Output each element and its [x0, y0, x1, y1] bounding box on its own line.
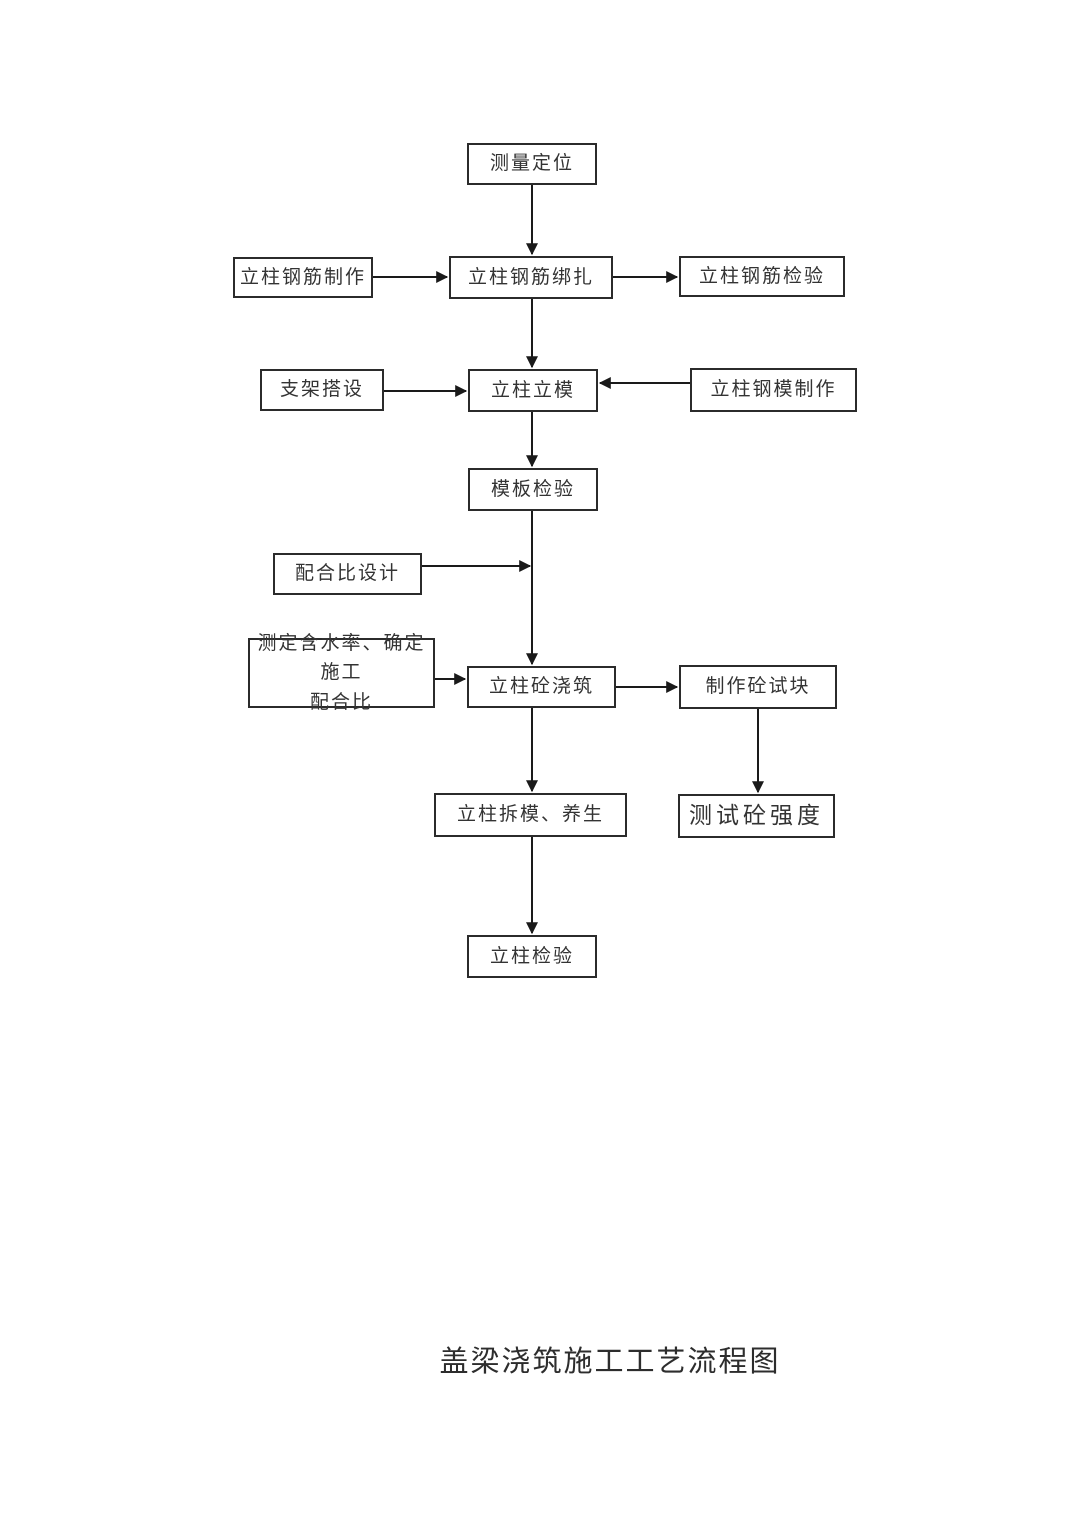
node-label: 立柱钢模制作 — [710, 379, 837, 401]
node-label: 模板检验 — [490, 478, 575, 500]
node-label: 测试砼强度 — [689, 803, 824, 829]
node-rebar-binding: 立柱钢筋绑扎 — [449, 256, 613, 299]
node-label: 立柱钢筋检验 — [698, 265, 825, 287]
node-label: 立柱立模 — [490, 379, 575, 401]
node-label: 立柱拆模、养生 — [456, 804, 604, 826]
node-test-concrete-strength: 测试砼强度 — [678, 794, 835, 838]
node-formwork-inspection: 模板检验 — [468, 468, 598, 511]
node-label-line2: 配合比 — [309, 691, 373, 713]
node-label: 立柱砼浇筑 — [488, 676, 594, 698]
node-label: 制作砼试块 — [705, 676, 811, 698]
node-column-concrete-pouring: 立柱砼浇筑 — [467, 666, 616, 708]
node-label: 测量定位 — [489, 153, 574, 175]
diagram-caption: 盖梁浇筑施工工艺流程图 — [439, 1346, 781, 1378]
node-mix-ratio-design: 配合比设计 — [273, 553, 422, 595]
node-rebar-inspection: 立柱钢筋检验 — [679, 256, 845, 297]
node-label-line1: 测定含水率、确定施工 — [257, 632, 426, 684]
node-column-formwork-erection: 立柱立模 — [468, 369, 598, 412]
node-scaffold-erection: 支架搭设 — [260, 369, 384, 411]
node-rebar-fabrication: 立柱钢筋制作 — [233, 257, 373, 298]
node-measure-moisture-mix-ratio: 测定含水率、确定施工 配合比 — [248, 633, 435, 713]
node-label: 支架搭设 — [279, 379, 364, 401]
node-make-concrete-test-blocks: 制作砼试块 — [679, 665, 837, 709]
node-label: 立柱钢筋绑扎 — [467, 266, 594, 288]
node-label: 立柱钢筋制作 — [239, 266, 366, 288]
node-steel-form-fabrication: 立柱钢模制作 — [690, 368, 857, 412]
node-label: 立柱检验 — [489, 945, 574, 967]
node-formwork-removal-curing: 立柱拆模、养生 — [434, 793, 627, 837]
node-survey-positioning: 测量定位 — [467, 143, 597, 185]
node-label: 配合比设计 — [294, 563, 400, 585]
node-column-inspection: 立柱检验 — [467, 935, 597, 978]
